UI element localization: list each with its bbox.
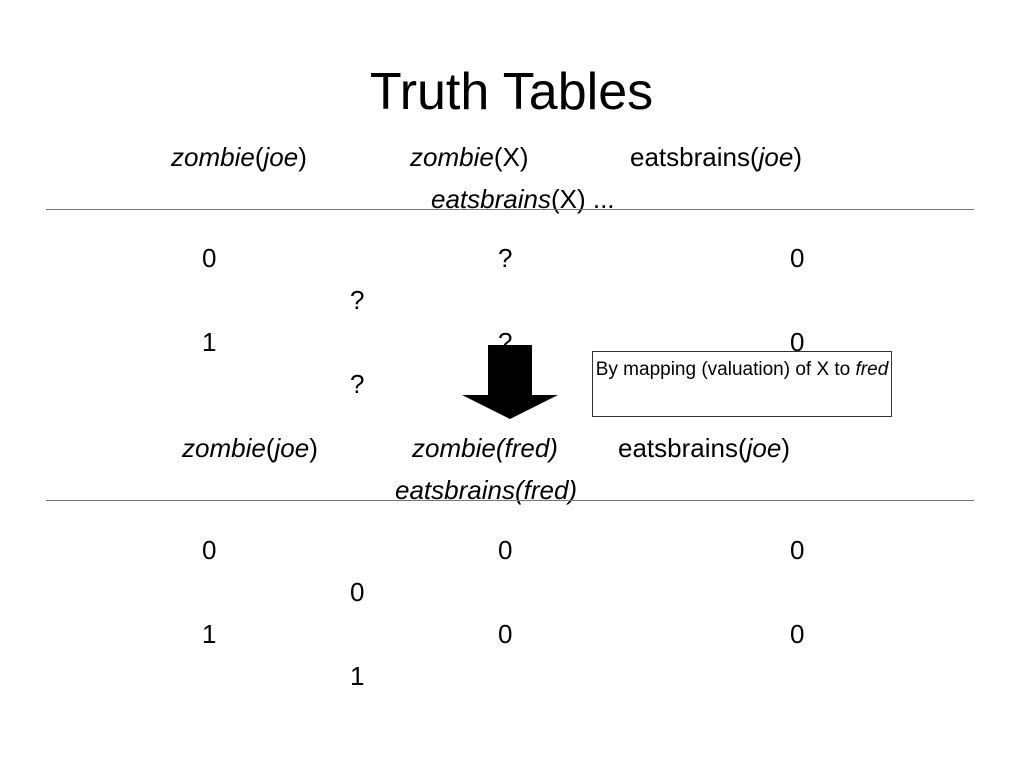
mapping-callout: By mapping (valuation) of X to fred	[592, 351, 892, 417]
table1-cell: 0	[202, 243, 217, 273]
table1-header-zombie-joe: zombie(joe)	[171, 142, 307, 172]
table1-cell: 0	[790, 243, 805, 273]
table1-cell: ?	[498, 243, 513, 273]
table2-header-eatsbrains-joe: eatsbrains(joe)	[618, 433, 790, 463]
table2-cell: 0	[790, 535, 805, 565]
table1-cell: 0	[790, 327, 805, 357]
table2-header-zombie-joe: zombie(joe)	[182, 433, 318, 463]
table1-header-eatsbrains-x: eatsbrains(X) ...	[431, 184, 615, 214]
table1-cell: ?	[350, 369, 365, 399]
table1-header-eatsbrains-joe: eatsbrains(joe)	[630, 142, 802, 172]
table2-cell: 0	[202, 535, 217, 565]
callout-text: By mapping (valuation) of X to	[595, 359, 851, 380]
slide-title: Truth Tables	[369, 63, 654, 121]
table1-header-zombie-x: zombie(X)	[410, 142, 529, 172]
table2-cell: 0	[498, 535, 513, 565]
table1-divider	[46, 209, 974, 210]
table2-divider	[46, 500, 974, 501]
table2-cell: 0	[790, 619, 805, 649]
table1-cell: 1	[202, 327, 217, 357]
table2-header-zombie-fred: zombie(fred)	[412, 433, 558, 463]
table1-cell: ?	[350, 285, 365, 315]
table2-cell: 1	[202, 619, 217, 649]
table2-cell: 1	[350, 661, 365, 691]
table2-cell: 0	[498, 619, 513, 649]
table2-cell: 0	[350, 577, 365, 607]
callout-italic: fred	[855, 359, 889, 380]
arrow-down-icon	[462, 345, 558, 419]
table2-header-eatsbrains-fred: eatsbrains(fred)	[395, 475, 578, 505]
